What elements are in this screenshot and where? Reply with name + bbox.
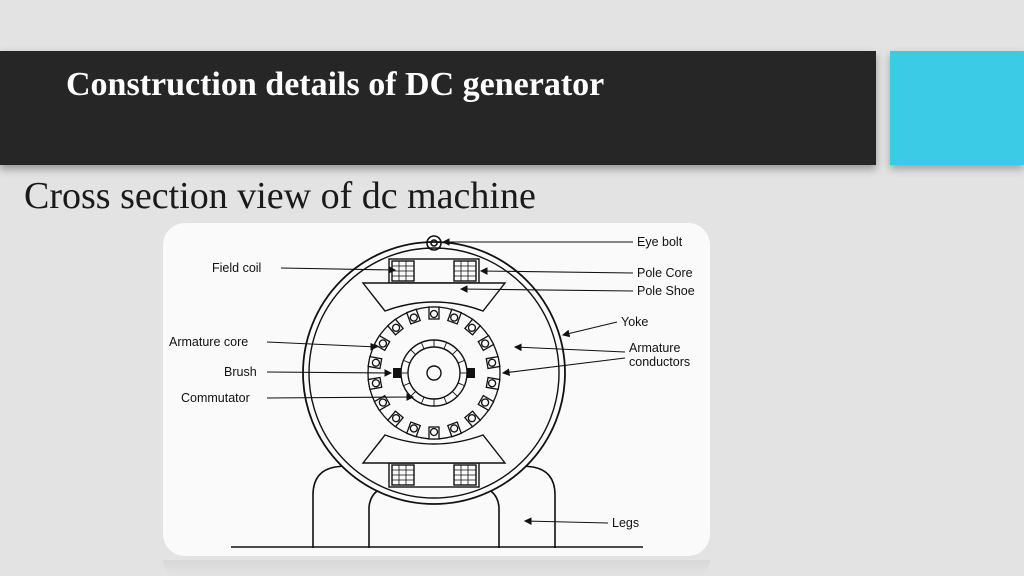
label-yoke: Yoke bbox=[621, 315, 648, 329]
armature-conductor bbox=[467, 323, 477, 332]
armature-conductor bbox=[487, 379, 497, 388]
label-pole-core: Pole Core bbox=[637, 266, 693, 280]
armature-slot bbox=[373, 394, 391, 412]
label-pole-shoe: Pole Shoe bbox=[637, 284, 695, 298]
armature-slot bbox=[367, 355, 383, 370]
armature-conductor bbox=[450, 313, 459, 322]
label-armature-conductors-1: Armature bbox=[629, 341, 680, 355]
bottom-pole bbox=[361, 434, 507, 488]
armature-conductor bbox=[391, 323, 401, 332]
slide-title: Construction details of DC generator bbox=[66, 66, 605, 103]
label-commutator: Commutator bbox=[181, 391, 250, 405]
slide-subtitle: Cross section view of dc machine bbox=[24, 175, 536, 217]
armature-slot bbox=[428, 426, 440, 440]
commutator-segment bbox=[410, 349, 416, 355]
armature-slot bbox=[386, 318, 405, 336]
armature-slot bbox=[405, 308, 422, 325]
label-armature-core: Armature core bbox=[169, 335, 248, 349]
armature-conductor bbox=[480, 398, 490, 407]
armature-slot bbox=[463, 318, 482, 336]
armature-slot bbox=[405, 421, 422, 438]
label-armature-conductors-2: conductors bbox=[629, 355, 690, 369]
armature-conductor bbox=[409, 424, 418, 433]
armature-conductor bbox=[487, 358, 497, 367]
armature-conductor bbox=[480, 339, 490, 348]
commutator-segment bbox=[403, 382, 411, 387]
diagram-reflection bbox=[163, 560, 710, 576]
armature-slot bbox=[477, 334, 495, 352]
label-field-coil: Field coil bbox=[212, 261, 261, 275]
armature-slot bbox=[386, 410, 405, 428]
title-bar bbox=[0, 51, 876, 165]
armature-slot bbox=[428, 306, 440, 320]
armature-conductor bbox=[378, 398, 388, 407]
armature-slot bbox=[463, 410, 482, 428]
armature-slot bbox=[367, 376, 383, 391]
top-pole bbox=[361, 258, 507, 312]
dc-machine-diagram: Eye bolt Pole Core Pole Shoe Yoke Armatu… bbox=[163, 223, 710, 556]
accent-block bbox=[890, 51, 1024, 165]
commutator-segment bbox=[452, 391, 458, 397]
yoke-inner bbox=[308, 247, 560, 499]
armature-conductor bbox=[378, 339, 388, 348]
commutator-segment bbox=[443, 396, 448, 404]
armature-conductor bbox=[391, 414, 401, 423]
commutator-segment bbox=[452, 349, 458, 355]
label-eye-bolt: Eye bolt bbox=[637, 235, 683, 249]
armature-conductor bbox=[429, 427, 439, 437]
armature-conductor bbox=[371, 358, 381, 367]
commutator-segment bbox=[420, 342, 425, 350]
armature-slot bbox=[477, 394, 495, 412]
commutator-segment bbox=[443, 342, 448, 350]
armature-conductor bbox=[371, 379, 381, 388]
commutator-segment bbox=[457, 359, 465, 364]
armature-slot bbox=[446, 421, 463, 438]
label-brush: Brush bbox=[224, 365, 257, 379]
armature-conductor bbox=[450, 424, 459, 433]
brush-right bbox=[467, 368, 475, 378]
eye-bolt bbox=[426, 235, 442, 251]
brush-left bbox=[393, 368, 401, 378]
armature-conductor bbox=[409, 313, 418, 322]
commutator-segment bbox=[420, 396, 425, 404]
armature-slot bbox=[485, 376, 501, 391]
armature-slot bbox=[446, 308, 463, 325]
commutator-segment bbox=[403, 359, 411, 364]
armature-conductor bbox=[467, 414, 477, 423]
armature-conductor bbox=[429, 309, 439, 319]
armature-core bbox=[367, 306, 501, 440]
armature-slot bbox=[373, 334, 391, 352]
armature-slot bbox=[485, 355, 501, 370]
label-legs: Legs bbox=[612, 516, 639, 530]
commutator-segment bbox=[457, 382, 465, 387]
